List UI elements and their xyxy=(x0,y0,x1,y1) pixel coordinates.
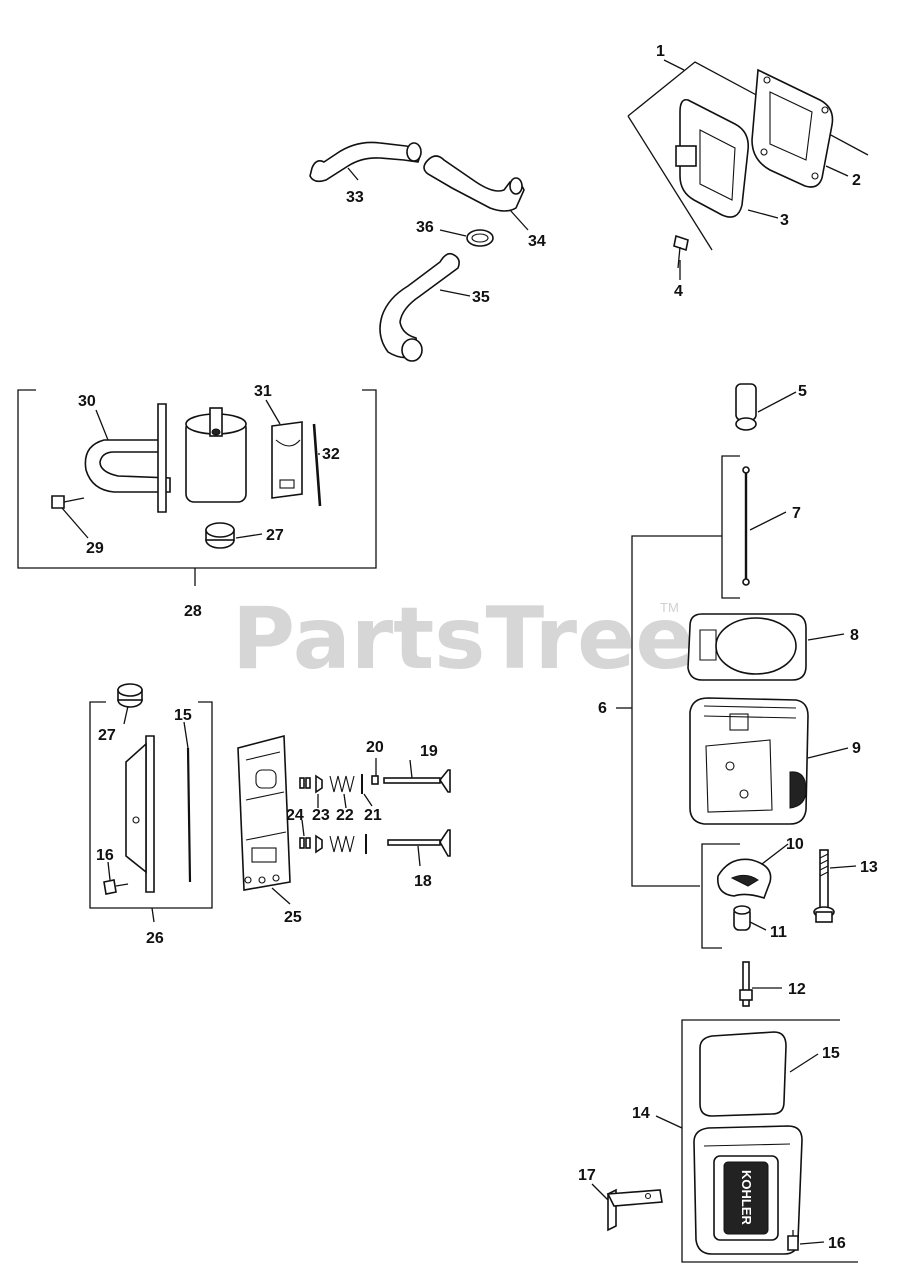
part-label-9[interactable]: 9 xyxy=(852,740,861,757)
part-label-18[interactable]: 18 xyxy=(414,873,432,890)
part-label-21[interactable]: 21 xyxy=(364,807,382,824)
part-label-15-right[interactable]: 15 xyxy=(822,1045,840,1062)
part-label-34[interactable]: 34 xyxy=(528,233,546,250)
hose-clamp-36[interactable] xyxy=(466,229,494,247)
part-label-22[interactable]: 22 xyxy=(336,807,354,824)
part-label-6[interactable]: 6 xyxy=(598,700,607,717)
part-label-30[interactable]: 30 xyxy=(78,393,96,410)
part-label-27-bottom[interactable]: 27 xyxy=(98,727,116,744)
head-bolt-13[interactable] xyxy=(813,849,835,923)
push-rod-7[interactable] xyxy=(721,455,750,599)
part-label-31[interactable]: 31 xyxy=(254,383,272,400)
part-label-10[interactable]: 10 xyxy=(786,836,804,853)
cylinder-head-kit-6[interactable] xyxy=(616,535,722,887)
oil-separator-kit-28[interactable] xyxy=(17,389,377,586)
breather-hose-34[interactable] xyxy=(423,155,525,212)
part-label-15-left[interactable]: 15 xyxy=(174,707,192,724)
part-label-8[interactable]: 8 xyxy=(850,627,859,644)
cylinder-head-9[interactable] xyxy=(689,697,809,825)
valve-keepers-24[interactable] xyxy=(299,777,311,849)
part-label-11[interactable]: 11 xyxy=(770,924,787,941)
bracket-17[interactable] xyxy=(606,1188,663,1232)
part-label-27-top[interactable]: 27 xyxy=(266,527,284,544)
part-label-12[interactable]: 12 xyxy=(788,981,806,998)
rocker-arm-10[interactable] xyxy=(701,843,772,949)
part-label-33[interactable]: 33 xyxy=(346,189,364,206)
rocker-stud-12[interactable] xyxy=(739,961,753,1007)
valve-spring-22[interactable] xyxy=(329,775,355,853)
valve-retainer-23[interactable] xyxy=(315,774,323,854)
part-label-19[interactable]: 19 xyxy=(420,743,438,760)
part-label-14[interactable]: 14 xyxy=(632,1105,650,1122)
head-gasket-8[interactable] xyxy=(687,613,807,681)
part-label-23[interactable]: 23 xyxy=(312,807,330,824)
part-label-5[interactable]: 5 xyxy=(798,383,807,400)
part-label-29[interactable]: 29 xyxy=(86,540,104,557)
watermark-trademark: TM xyxy=(660,600,679,615)
cylinder-head-25[interactable] xyxy=(237,734,291,891)
part-label-17[interactable]: 17 xyxy=(578,1167,596,1184)
valve-cover-logo: KOHLER xyxy=(739,1170,754,1226)
part-label-25[interactable]: 25 xyxy=(284,909,302,926)
breather-hose-35[interactable] xyxy=(379,252,460,362)
leader-lines xyxy=(61,59,857,1245)
part-label-7[interactable]: 7 xyxy=(792,505,801,522)
part-label-3[interactable]: 3 xyxy=(780,212,789,229)
part-label-20[interactable]: 20 xyxy=(366,739,384,756)
part-label-2[interactable]: 2 xyxy=(852,172,861,189)
part-label-28[interactable]: 28 xyxy=(184,603,202,620)
part-label-35[interactable]: 35 xyxy=(472,289,490,306)
part-label-1[interactable]: 1 xyxy=(656,43,665,60)
breather-cover-assembly[interactable] xyxy=(627,61,869,269)
part-label-13[interactable]: 13 xyxy=(860,859,878,876)
valve-seal-21[interactable] xyxy=(361,774,367,854)
valve-cover-assembly-14[interactable]: KOHLER xyxy=(681,1019,858,1263)
part-label-32[interactable]: 32 xyxy=(322,446,340,463)
intake-valve-18[interactable] xyxy=(387,829,451,857)
part-label-26[interactable]: 26 xyxy=(146,930,164,947)
exhaust-valve-19[interactable] xyxy=(383,769,451,793)
part-label-36[interactable]: 36 xyxy=(416,219,434,236)
part-label-4[interactable]: 4 xyxy=(674,283,683,300)
pivot-11[interactable] xyxy=(733,905,751,931)
valve-cap-20[interactable] xyxy=(371,775,379,785)
watermark-text: PartsTree xyxy=(232,589,694,689)
lifter-5[interactable] xyxy=(735,383,757,431)
part-label-16-right[interactable]: 16 xyxy=(828,1235,846,1252)
part-label-24[interactable]: 24 xyxy=(286,807,304,824)
part-labels: 1 2 3 4 5 6 7 8 9 10 11 12 13 14 15 15 1… xyxy=(78,43,878,1252)
part-label-16-left[interactable]: 16 xyxy=(96,847,114,864)
breather-hose-33[interactable] xyxy=(309,141,422,183)
breather-assembly-26[interactable] xyxy=(89,683,213,923)
